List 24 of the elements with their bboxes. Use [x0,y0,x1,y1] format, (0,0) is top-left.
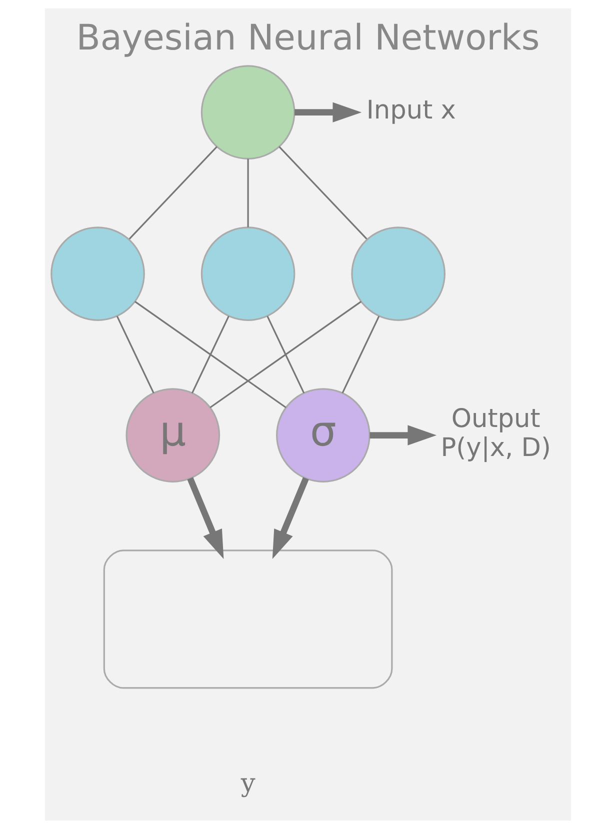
node-curve [102,550,392,689]
node-text: Output P(y|x, D) [440,404,550,463]
arrow [186,477,224,560]
connector [128,146,217,240]
connector [341,316,380,394]
node-circle [50,226,144,321]
arrow [272,477,308,560]
node-circle [200,226,295,321]
node-circle: σ [276,388,370,482]
arrow [369,425,436,446]
connector [266,316,304,394]
arrow [294,102,362,122]
node-circle [350,226,445,321]
label: y [240,768,255,798]
connector [209,300,362,408]
diagram-title: Bayesian Neural Networks [76,17,540,58]
connector [134,300,286,408]
connector [116,316,154,394]
node-circle: μ [125,388,220,482]
connector [278,146,367,240]
connector [246,158,248,228]
node-circle [200,65,295,160]
connector [190,316,229,394]
node-text: Input x [366,95,456,126]
